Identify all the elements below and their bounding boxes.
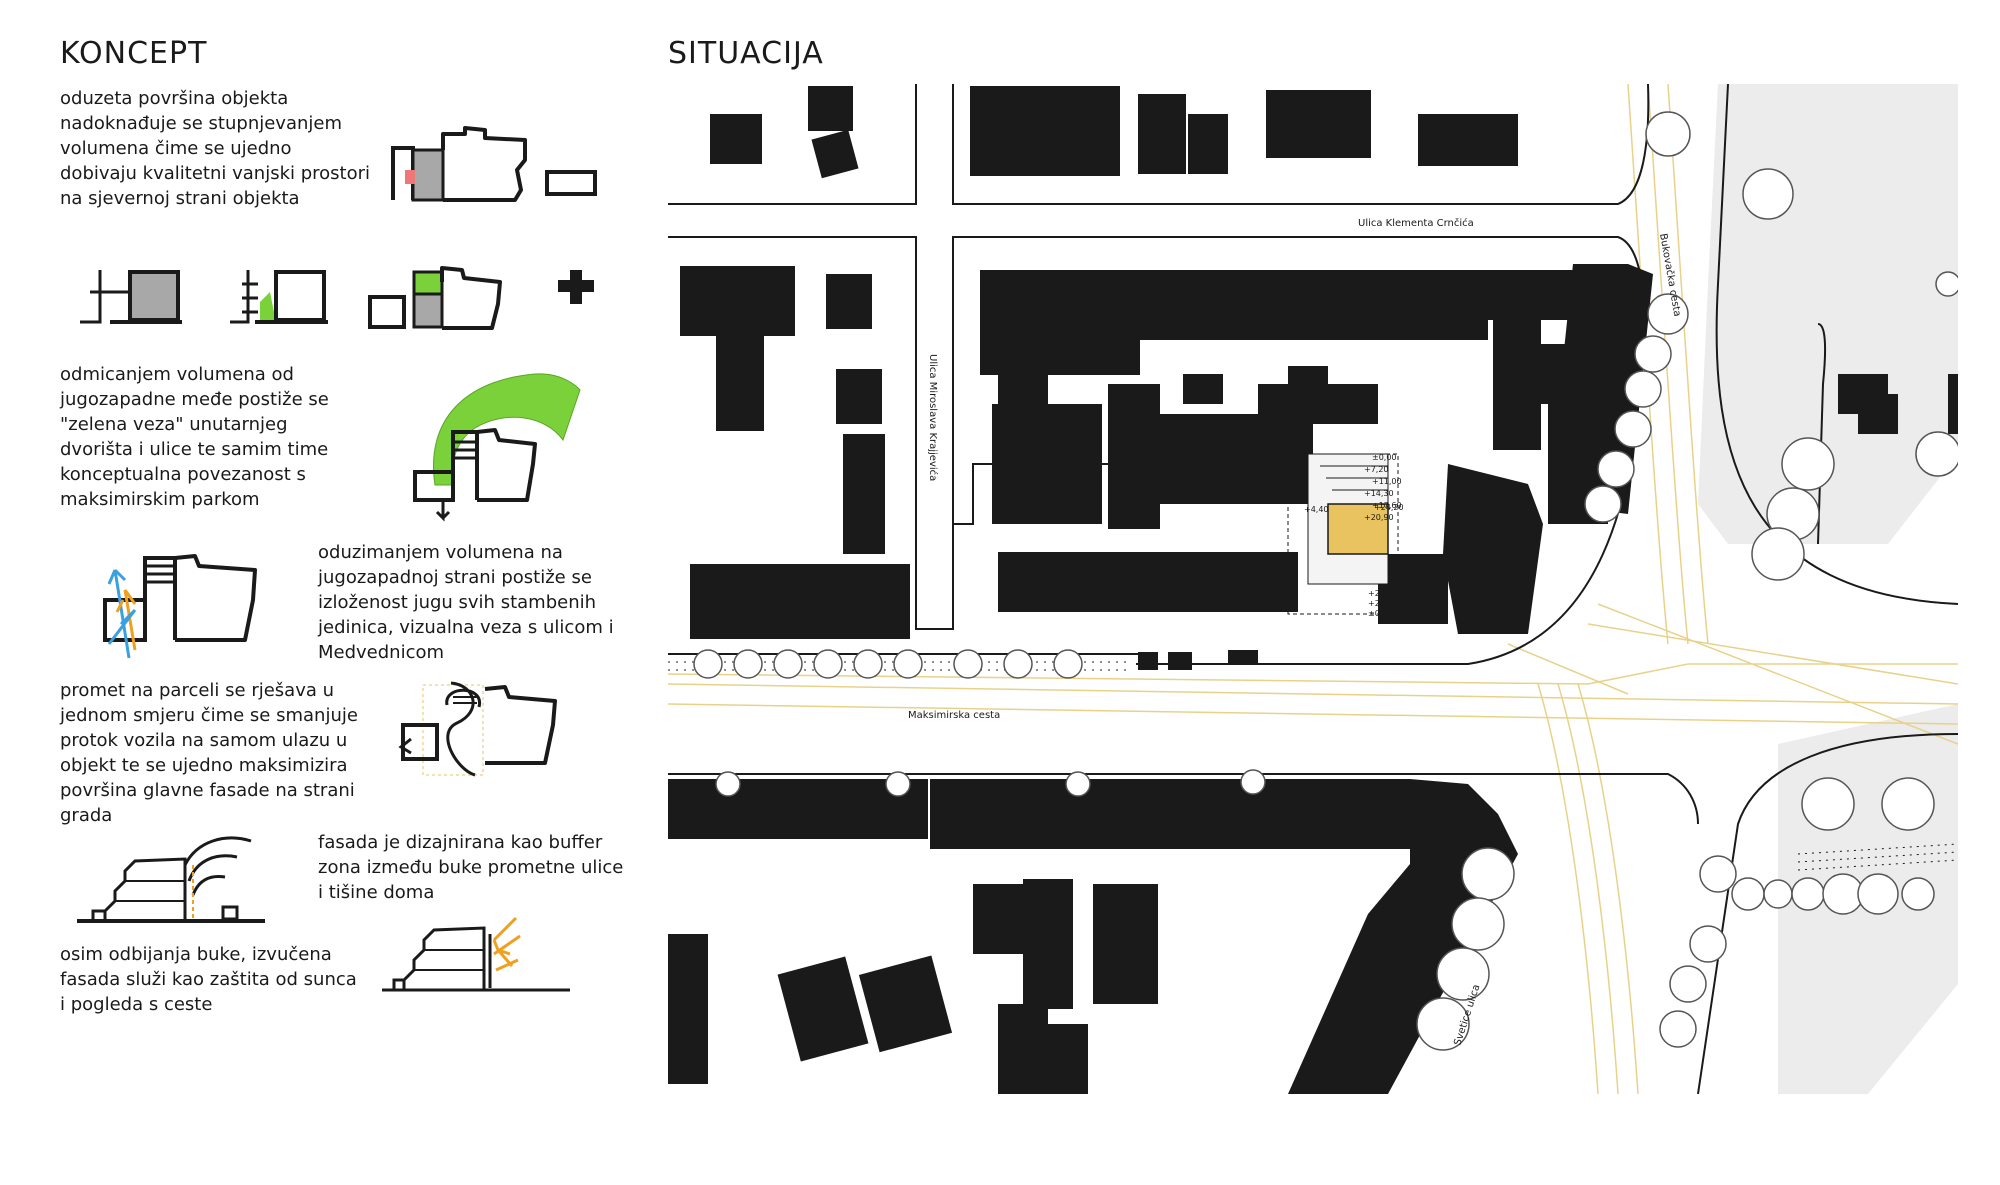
sun-exposure-diagram: [103, 554, 257, 659]
koncept-text-3: oduzimanjem volumena na jugozapadnoj str…: [318, 542, 614, 663]
sun-shading-diagram: [382, 916, 570, 992]
koncept-text-5: fasada je dizajnirana kao buffer zona iz…: [318, 832, 624, 903]
street-label-miroslava: Ulica Miroslava Krajjevića: [927, 354, 939, 481]
project-plot: [1287, 453, 1399, 615]
volume-sections-diagram: [80, 266, 594, 330]
koncept-text-6: osim odbijanja buke, izvučena fasada slu…: [60, 944, 357, 1015]
level-label: +17,60: [1372, 501, 1402, 510]
trees: [693, 111, 1958, 1051]
green-link-diagram: [413, 373, 581, 522]
koncept-text-2: odmicanjem volumena od jugozapadne međe …: [60, 364, 329, 510]
road-markings: [668, 84, 1958, 1094]
level-label: ±0,00: [1368, 609, 1393, 618]
level-label: +24,20: [1368, 589, 1398, 598]
level-label: +20,90: [1364, 513, 1394, 522]
crosswalks: [668, 661, 1958, 871]
level-label: +7,20: [1364, 465, 1389, 474]
level-labels: ±0,00 +7,20 +11,00 +14,30 +17,60 +20,90 …: [1304, 453, 1404, 618]
noise-buffer-diagram: [77, 836, 265, 923]
street-label-maksimirska: Maksimirska cesta: [908, 710, 1000, 721]
koncept-text-4: promet na parceli se rješava u jednom sm…: [60, 680, 358, 826]
buildings: [668, 86, 1958, 1094]
street-label-klementa: Ulica Klementa Crnčića: [1358, 217, 1474, 229]
level-label: +4,40: [1304, 505, 1329, 514]
site-plan-map: ±0,00 +7,20 +11,00 +14,30 +17,60 +20,90 …: [668, 84, 1958, 1094]
koncept-text-1: oduzeta površina objekta nadoknađuje se …: [60, 88, 371, 209]
level-label: +14,30: [1364, 489, 1394, 498]
level-label: +24,20: [1374, 503, 1404, 512]
situacija-title: SITUACIJA: [668, 36, 824, 71]
traffic-loop-diagram: [398, 681, 557, 777]
stepped-volume-diagram: [391, 126, 597, 202]
koncept-title: KONCEPT: [60, 36, 208, 71]
level-label: ±0,00: [1372, 453, 1397, 462]
level-label: +11,00: [1372, 477, 1402, 486]
level-label: +20,90: [1368, 599, 1398, 608]
